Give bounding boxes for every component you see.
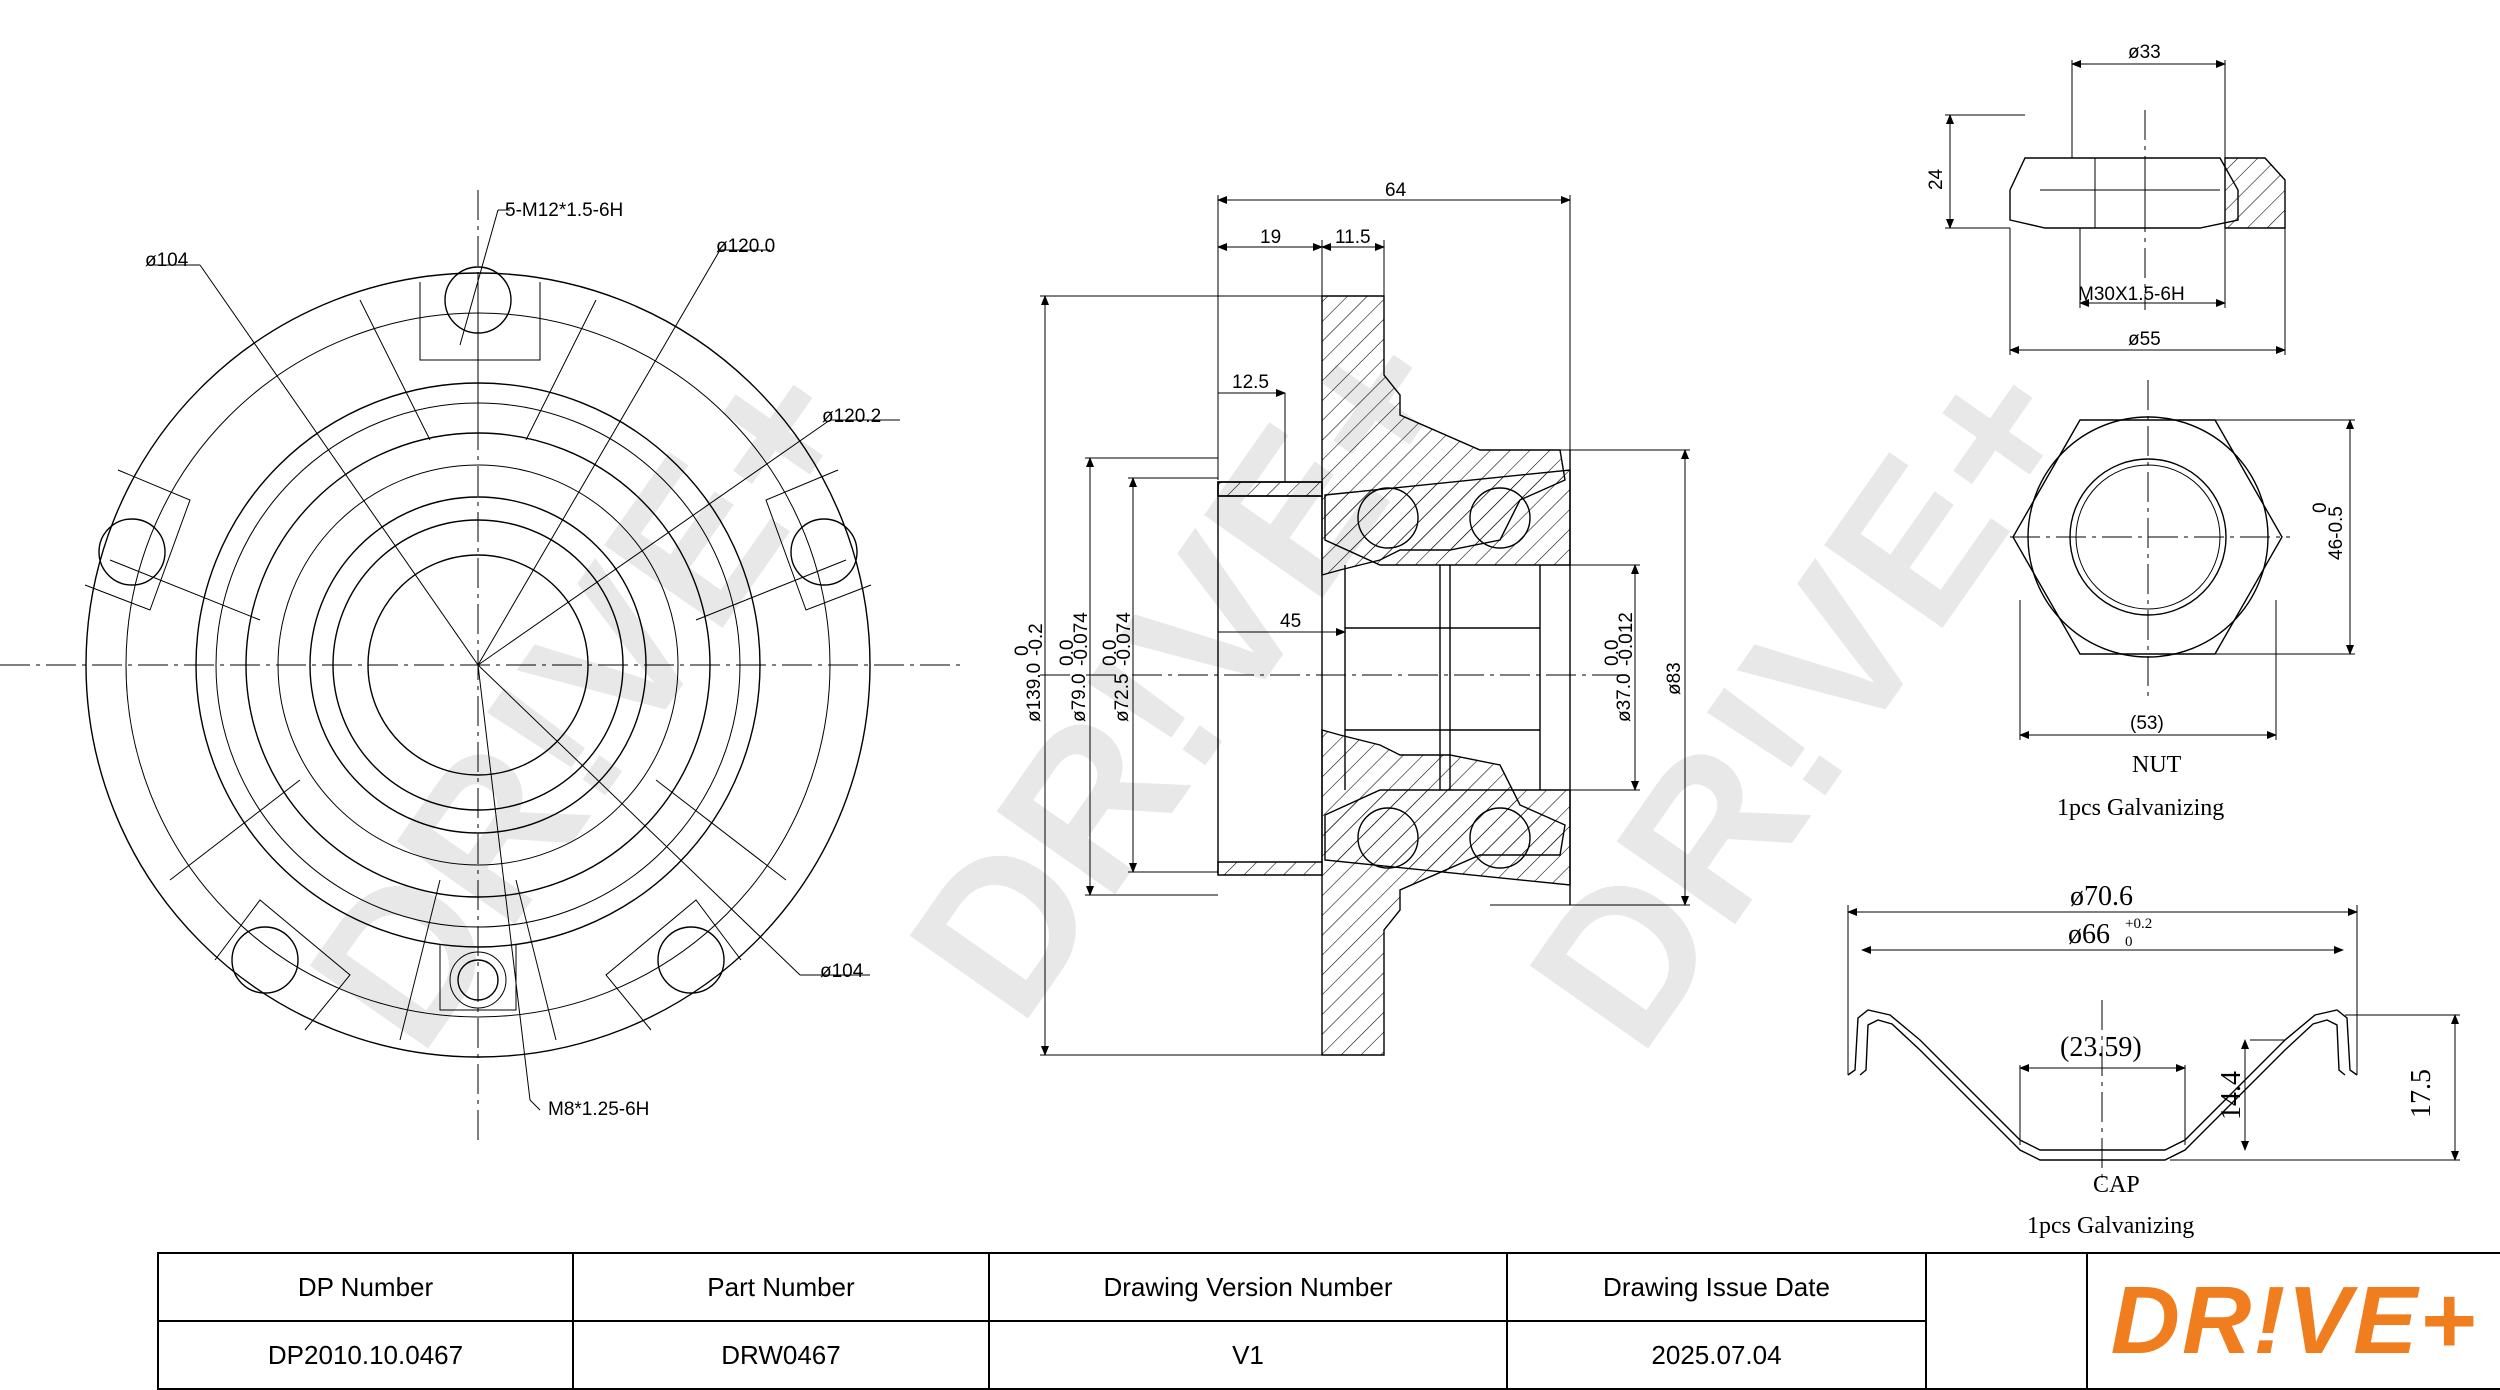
cap-view: ø70.6 ø66 +0.2 0 (23.59) 14.4 17.5 CAP 1…	[1847, 881, 2460, 1239]
value-issue-date: 2025.07.04	[1506, 1320, 1927, 1390]
cap-d66-tol-low: 0	[2125, 934, 2133, 950]
dia-72-5-tol-low: -0.074	[1114, 612, 1135, 666]
cap-h14-4-label: 14.4	[2216, 1071, 2247, 1120]
dia-37-label: ø37.0	[1614, 673, 1635, 722]
value-drawing-version: V1	[988, 1320, 1508, 1390]
cap-h17-5-label: 17.5	[2406, 1069, 2437, 1118]
width-12-5-label: 12.5	[1232, 372, 1269, 393]
value-part-number: DRW0467	[572, 1320, 990, 1390]
header-drawing-version: Drawing Version Number	[988, 1252, 1508, 1322]
watermark-3: DR!VE+	[1484, 315, 2122, 1085]
nut-d55-label: ø55	[2128, 329, 2161, 350]
nut-side-view: ø33 24 M30X1.5-6H ø55	[1926, 42, 2286, 355]
width-64-label: 64	[1385, 180, 1407, 201]
header-part-number: Part Number	[572, 1252, 990, 1322]
nut-label: NUT	[2132, 752, 2182, 778]
front-view: 5-M12*1.5-6H ø104 ø120.0 ø120.2 ø104 M8*…	[0, 190, 960, 1145]
small-thread-label: M8*1.25-6H	[548, 1099, 649, 1120]
dia-83-label: ø83	[1664, 662, 1685, 695]
nut-tol-up: 0	[2310, 502, 2331, 513]
title-block-spacer	[1925, 1252, 2088, 1390]
cap-d70-6-label: ø70.6	[2070, 881, 2133, 912]
cap-note: 1pcs Galvanizing	[2027, 1213, 2194, 1239]
watermark-2: DR!VE+	[864, 285, 1502, 1055]
width-45-label: 45	[1280, 611, 1301, 632]
nut-tol-label: 46-0.5	[2326, 506, 2347, 560]
dia-79-label: ø79.0	[1069, 673, 1090, 722]
dia-37-tol-low: -0.012	[1616, 612, 1637, 666]
value-dp-number: DP2010.10.0467	[157, 1320, 574, 1390]
dia-139-tol-up: 0	[1012, 645, 1033, 656]
header-dp-number: DP Number	[157, 1252, 574, 1322]
dia-139-label: ø139.0	[1024, 663, 1045, 722]
title-block: DP Number Part Number Drawing Version Nu…	[157, 1252, 2500, 1390]
dia-72-5-tol-up: 0.0	[1100, 640, 1121, 666]
technical-drawing: DR!VE+ DR!VE+ DR!VE+	[0, 42, 2460, 1239]
dia-72-5-label: ø72.5	[1112, 673, 1133, 722]
nut-note: 1pcs Galvanizing	[2057, 795, 2224, 821]
width-11-5-label: 11.5	[1335, 227, 1371, 248]
cap-inner-label: (23.59)	[2060, 1032, 2142, 1063]
dia-37-tol-up: 0.0	[1602, 640, 1623, 666]
nut-d33-label: ø33	[2128, 42, 2161, 63]
dia-120-2-label: ø120.2	[822, 406, 881, 427]
small-thread-hole	[457, 959, 499, 1001]
header-issue-date: Drawing Issue Date	[1506, 1252, 1927, 1322]
cap-d66-label: ø66	[2068, 919, 2110, 950]
nut-thread-label: M30X1.5-6H	[2078, 284, 2185, 305]
bolt-thread-label: 5-M12*1.5-6H	[505, 200, 623, 221]
drive-logo: DR!VE+	[2110, 1267, 2478, 1374]
bore-ring-outer	[309, 496, 647, 834]
dia-120-0-label: ø120.0	[716, 236, 775, 257]
cap-label: CAP	[2093, 1172, 2140, 1198]
section-view: 64 19 11.5 12.5 45 ø139.0 0 -0.2	[1012, 180, 1690, 1056]
dia-79-tol-low: -0.074	[1071, 612, 1092, 666]
nut-h24-label: 24	[1926, 168, 1947, 190]
nut-front-view: 46-0.5 0 (53) NUT 1pcs Galvanizing	[2010, 380, 2355, 821]
bearing-upper-race	[1324, 469, 1571, 566]
bore-circle	[367, 554, 589, 776]
dia-79-tol-up: 0.0	[1057, 640, 1078, 666]
width-19-label: 19	[1260, 227, 1281, 248]
dia-139-tol-low: -0.2	[1026, 623, 1047, 656]
bolt-holes	[98, 266, 858, 994]
cap-d66-tol: +0.2	[2125, 916, 2152, 932]
logo-cell: DR!VE+	[2086, 1252, 2500, 1390]
dia-104-top-label: ø104	[145, 250, 189, 271]
nut-across-label: (53)	[2130, 713, 2164, 734]
dia-104-bottom-label: ø104	[820, 961, 864, 982]
